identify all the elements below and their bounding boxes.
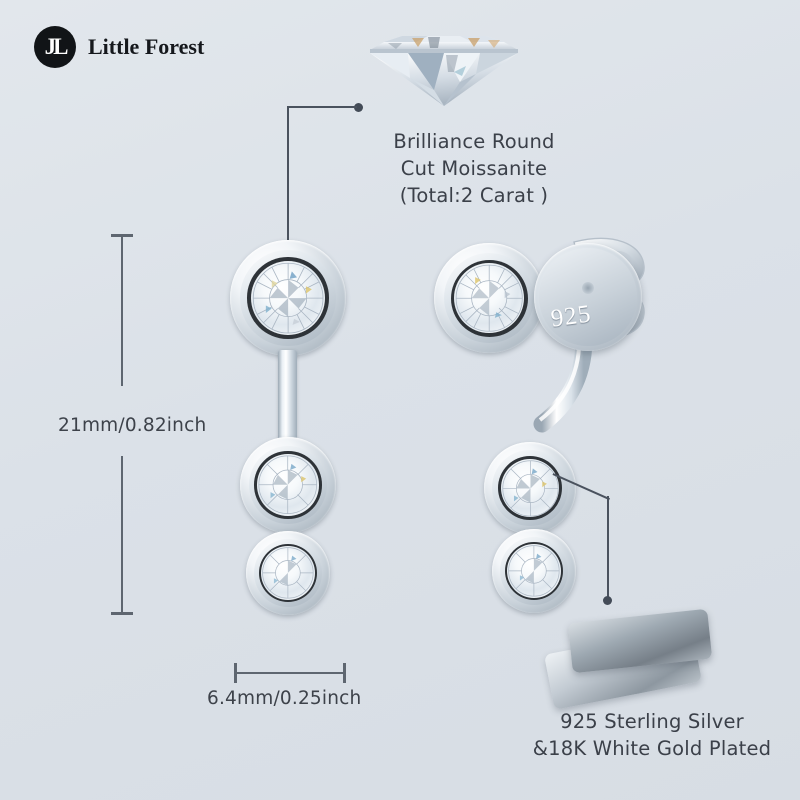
left-top-bezel-stone xyxy=(230,240,346,356)
earring-back-hole xyxy=(581,281,594,294)
right-stud-bezel-stone xyxy=(434,243,544,353)
width-dim-cap-right xyxy=(343,663,346,683)
material-callout-leader-vertical xyxy=(607,496,609,600)
width-dim-line xyxy=(236,672,344,674)
brand-logo: JL Little Forest xyxy=(34,26,204,68)
left-connector-bar xyxy=(278,350,297,446)
right-middle-bezel-stone xyxy=(484,442,576,534)
left-bottom-bezel-stone xyxy=(246,531,330,615)
round-brilliant-diamond-icon xyxy=(368,16,520,108)
height-dim-cap-bottom xyxy=(111,612,133,615)
right-bottom-bezel-stone xyxy=(492,529,576,613)
stone-callout-leader-vertical xyxy=(287,106,289,258)
jl-monogram-icon: JL xyxy=(34,26,76,68)
stone-callout-leader-horizontal xyxy=(287,106,357,108)
width-dim-label: 6.4mm/0.25inch xyxy=(207,688,362,709)
brand-monogram-text: JL xyxy=(44,34,69,59)
brand-name: Little Forest xyxy=(88,34,205,59)
stone-callout-text: Brilliance Round Cut Moissanite (Total:2… xyxy=(393,130,555,207)
height-dim-label: 21mm/0.82inch xyxy=(58,415,207,436)
height-dim-line-upper xyxy=(121,236,123,386)
earring-back-disc: 925 xyxy=(534,243,642,351)
stone-callout-dot xyxy=(354,103,363,112)
material-callout-dot xyxy=(603,596,612,605)
height-dim-cap-top xyxy=(111,234,133,237)
height-dim-line-lower xyxy=(121,456,123,614)
left-middle-bezel-stone xyxy=(240,437,336,533)
material-callout-text: 925 Sterling Silver &18K White Gold Plat… xyxy=(532,710,772,760)
width-dim-cap-left xyxy=(234,663,237,683)
